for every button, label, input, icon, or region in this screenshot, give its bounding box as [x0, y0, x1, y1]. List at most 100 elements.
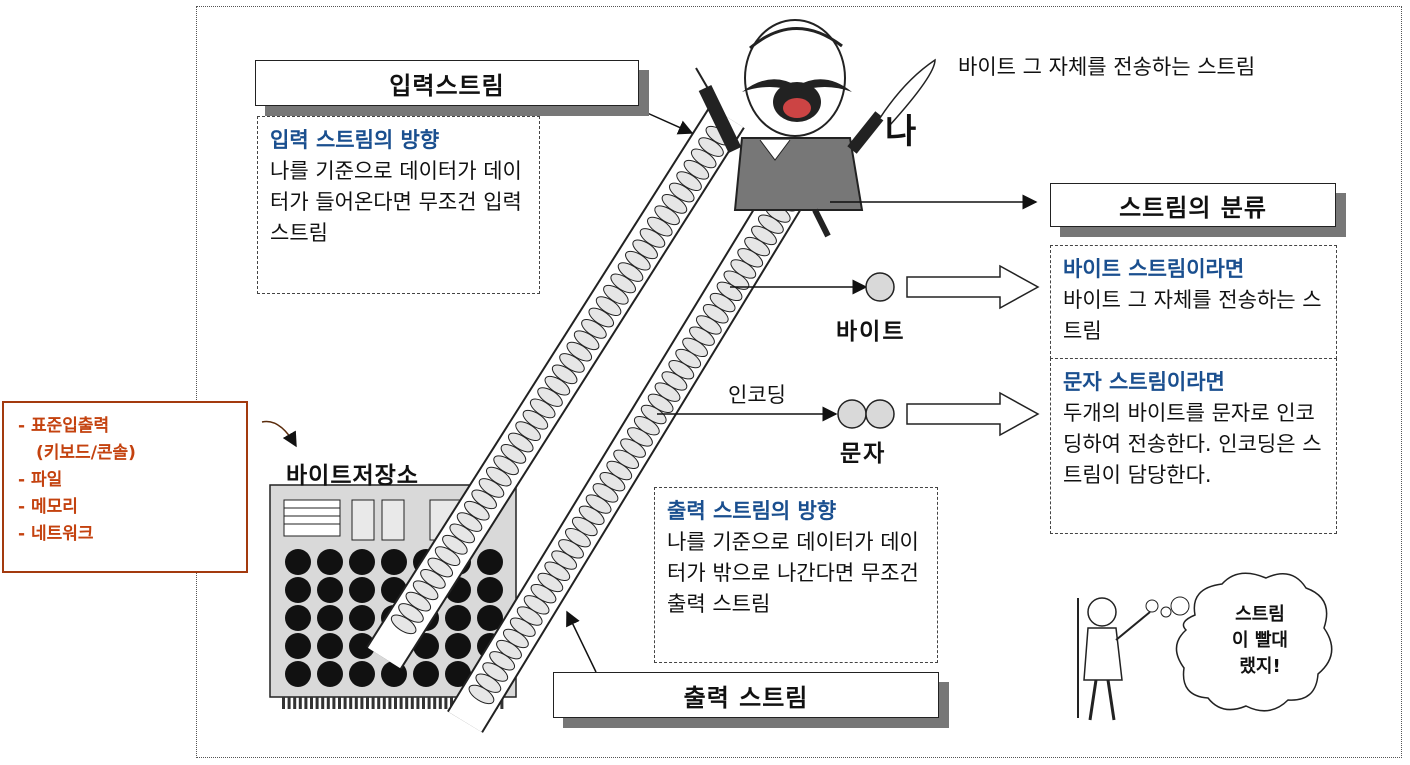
input-tube-bead	[661, 194, 688, 214]
char-circle-1	[837, 399, 867, 429]
memory-chip	[349, 661, 375, 687]
connector-pin	[293, 697, 297, 709]
memory-chip	[445, 633, 471, 659]
connector-pin	[382, 697, 386, 709]
input-tube-bead	[690, 148, 717, 169]
storage-type-stdio: - 표준입출력	[18, 416, 110, 436]
connector-pin	[438, 697, 442, 709]
memory-chip	[285, 605, 311, 631]
connector-pin	[410, 697, 414, 709]
speech-tail	[879, 58, 936, 126]
memory-chip	[285, 577, 311, 603]
connector-pin	[338, 697, 341, 709]
connector-pin	[416, 697, 420, 709]
input-tube-bead	[427, 557, 454, 578]
memory-chip	[477, 605, 503, 631]
byte-label: 바이트	[836, 319, 906, 345]
connector-pin	[315, 697, 319, 709]
input-tube-bead	[625, 250, 651, 271]
connector-pin	[444, 697, 448, 709]
memory-chip	[317, 549, 343, 575]
output-stream-body: 나를 기준으로 데이터가 데이터가 밖으로 나간다면 무조건 출력 스트림	[667, 530, 919, 616]
input-tube-bead	[478, 478, 505, 498]
connector-pin	[298, 697, 302, 709]
connector-pin	[394, 697, 397, 709]
byte-block-arrow	[906, 264, 1040, 310]
connector-pin	[343, 697, 347, 709]
output-stream-description: 출력 스트림의 방향 나를 기준으로 데이터가 데이터가 밖으로 나간다면 무조…	[654, 487, 938, 663]
input-tube-bead	[515, 421, 541, 441]
connector-pin	[427, 697, 431, 709]
input-tube-bead	[668, 182, 695, 203]
cloud-line-1: 스트림	[1235, 604, 1285, 625]
cloud-line-2: 이 빨대	[1232, 630, 1288, 651]
char-block-arrow	[906, 391, 1040, 437]
thought-bubble-2	[1160, 606, 1172, 618]
cloud-text: 스트림 이 빨대 랬지!	[1208, 602, 1312, 680]
byte-circle	[865, 272, 895, 302]
input-tube	[366, 105, 745, 670]
byte-stream-body: 바이트 그 자체를 전송하는 스트림	[1063, 288, 1322, 343]
char-stream-heading: 문자 스트림이라면	[1063, 370, 1225, 394]
memory-chip	[477, 577, 503, 603]
input-tube-bead	[698, 137, 724, 157]
memory-chip	[477, 549, 503, 575]
memory-chip	[285, 549, 311, 575]
input-tube-beads	[390, 125, 732, 635]
input-tube-bead	[647, 216, 673, 237]
input-tube-bead	[493, 455, 519, 476]
input-tube-bead	[676, 171, 702, 191]
connector-pin	[349, 697, 353, 709]
input-tube-bead	[522, 409, 549, 430]
input-stream-heading: 입력 스트림의 방향	[270, 128, 440, 152]
memory-chips	[285, 549, 503, 687]
input-tube-bead	[500, 444, 527, 464]
connector-pin	[360, 697, 364, 709]
connector-pin	[310, 697, 313, 709]
me-character	[695, 19, 885, 238]
char-circle-2	[865, 399, 895, 429]
output-stream-title-text: 출력 스트림	[683, 683, 809, 712]
input-stream-description: 입력 스트림의 방향 나를 기준으로 데이터가 데이터가 들어온다면 무조건 입…	[257, 116, 540, 294]
storage-type-stdio-detail: (키보드/콘솔)	[36, 443, 136, 463]
input-tube-bead	[471, 489, 497, 510]
input-tube-bead	[639, 228, 666, 248]
memory-chip	[285, 661, 311, 687]
input-tube-bead	[405, 591, 432, 612]
connector-pin	[326, 697, 330, 709]
input-tube-bead	[617, 262, 644, 282]
output-tube	[447, 161, 818, 733]
input-tube-bead	[420, 569, 446, 589]
input-tube-bead	[507, 432, 534, 453]
char-label: 문자	[840, 441, 887, 467]
output-stream-heading: 출력 스트림의 방향	[667, 499, 837, 523]
memory-chip	[285, 633, 311, 659]
small-character	[1077, 597, 1159, 721]
input-tube-bead	[603, 284, 629, 305]
input-stream-body: 나를 기준으로 데이터가 데이터가 들어온다면 무조건 입력스트림	[270, 159, 522, 245]
thought-cloud	[1175, 572, 1333, 712]
memory-chip	[317, 661, 343, 687]
connector-pin	[500, 697, 504, 709]
connector-pin	[304, 697, 308, 709]
memory-chip	[317, 577, 343, 603]
byte-stream-box: 바이트 스트림이라면 바이트 그 자체를 전송하는 스트림	[1050, 245, 1337, 359]
connector-pin	[354, 697, 358, 709]
storage-types-box: - 표준입출력 (키보드/콘솔) - 파일 - 메모리 - 네트워크	[2, 401, 248, 573]
input-tube-bead	[610, 273, 636, 294]
classification-title-text: 스트림의 분류	[1119, 193, 1267, 222]
input-tube-bead	[412, 580, 439, 601]
input-tube-bead	[486, 466, 512, 487]
input-tube-bead	[442, 534, 468, 555]
memory-chip	[317, 605, 343, 631]
memory-chip	[349, 605, 375, 631]
output-stream-title: 출력 스트림	[553, 672, 939, 718]
input-tube-bead	[581, 319, 607, 339]
connector-pin	[287, 697, 291, 709]
connector-pin	[377, 697, 381, 709]
memory-chip	[445, 661, 471, 687]
connector-pin	[399, 697, 403, 709]
storage-arrow	[261, 420, 297, 448]
byte-stream-heading: 바이트 스트림이라면	[1063, 257, 1245, 281]
